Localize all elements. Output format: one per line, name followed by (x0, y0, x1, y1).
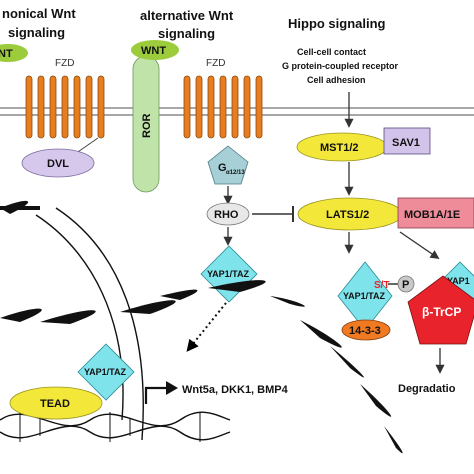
target-genes-label: Wnt5a, DKK1, BMP4 (182, 384, 289, 396)
rho-label: RHO (214, 209, 239, 221)
ror-label: ROR (141, 114, 153, 139)
dvl-label: DVL (47, 158, 69, 170)
yap-taz-nucleus-label: YAP1/TAZ (84, 367, 127, 377)
phosphate-group (397, 275, 415, 293)
mob1-protein (397, 197, 474, 229)
fzd-left-label: FZD (55, 58, 74, 69)
wnt-ligand-left (0, 44, 28, 62)
yap-taz-nucleus (77, 343, 135, 401)
protein-14-3-3 (341, 319, 391, 341)
mst-label: MST1/2 (320, 142, 359, 154)
g-sub-label: α12/13 (226, 170, 245, 176)
wnt-ligand-middle (131, 40, 179, 60)
g-main-label: G (218, 162, 227, 174)
btrcp-label: β-TrCP (422, 305, 461, 319)
dvl-protein (21, 148, 95, 178)
fzd-middle-label: FZD (206, 58, 225, 69)
yap-right-label: YAP1 (447, 276, 470, 286)
g-alpha-12-13 (207, 145, 249, 185)
dna-strand-2 (0, 425, 231, 441)
nuclear-envelope-curve-1 (35, 214, 124, 421)
sav1-label: SAV1 (392, 137, 420, 149)
rho-protein (206, 202, 250, 226)
header-alternative-line2: signaling (158, 26, 215, 41)
degradation-label: Degradatio (398, 383, 456, 395)
header-canonical-line1: nonical Wnt (2, 6, 76, 21)
mob-label: MOB1A/1E (404, 209, 460, 221)
header-canonical-line2: signaling (8, 25, 65, 40)
header-hippo: Hippo signaling (288, 16, 386, 31)
hippo-input-cell-adhesion: Cell adhesion (307, 75, 366, 85)
yap-taz-mid-label: YAP1/TAZ (343, 291, 386, 301)
yap-taz-left-label: YAP1/TAZ (207, 269, 250, 279)
hippo-input-gpcr: G protein-coupled receptor (282, 61, 399, 71)
nuclear-envelope (0, 200, 403, 454)
tead-label: TEAD (40, 398, 70, 410)
arrow-lats-to-right (399, 231, 440, 260)
arrow-yap-to-nucleus (186, 302, 227, 352)
hippo-input-cell-contact: Cell-cell contact (297, 47, 366, 57)
beta-trcp (407, 275, 474, 345)
sav1-protein (383, 127, 431, 155)
fzd-receptor-left (25, 75, 105, 139)
transcription-start-arrow (144, 386, 168, 404)
f1433-label: 14-3-3 (349, 325, 381, 337)
fzd-receptor-middle (183, 75, 263, 139)
transcription-arrowhead (166, 381, 178, 395)
header-alternative-line1: alternative Wnt (140, 8, 234, 23)
wnt-middle-label: WNT (141, 45, 166, 57)
tead-factor (9, 386, 103, 420)
lats-label: LATS1/2 (326, 209, 369, 221)
wnt-left-label: NT (0, 48, 13, 60)
st-label: S/T (374, 280, 390, 291)
nuclear-envelope-curve-2 (55, 207, 144, 441)
dna-rungs (19, 412, 201, 442)
p-label: P (402, 279, 409, 291)
